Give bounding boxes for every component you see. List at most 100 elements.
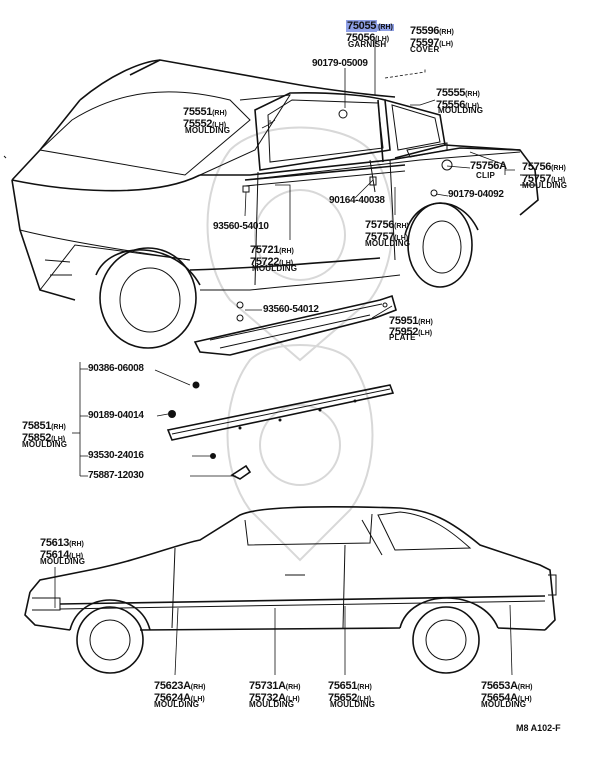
part-number-75597[interactable]: 75597 [410,37,440,49]
name-moulding-75614: MOULDING [40,557,86,566]
suffix-rh: (RH) [357,684,372,691]
part-number-75852[interactable]: 75852 [22,432,52,444]
part-number-75757[interactable]: 75757 [365,231,395,243]
label-90189-04014[interactable]: 90189-04014 [88,410,144,421]
part-number-75952[interactable]: 75952 [389,326,419,338]
label-75952[interactable]: 75952(LH) [389,323,432,339]
part-number-75951[interactable]: 75951 [389,315,419,327]
suffix-lh: (LH) [212,122,227,129]
suffix-lh: (LH) [190,696,205,703]
name-moulding-75852: MOULDING [22,440,68,449]
label-75951[interactable]: 75951(RH) [389,312,433,328]
part-number-75851[interactable]: 75851 [22,420,52,432]
part-number-75654a[interactable]: 75654A [481,692,518,704]
part-number-75722[interactable]: 75722 [250,256,280,268]
label-75721[interactable]: 75721(RH) [250,241,294,257]
label-75732a[interactable]: 75732A(LH) [249,689,300,705]
label-75613[interactable]: 75613(RH) [40,534,84,550]
part-number-75731a[interactable]: 75731A [249,680,286,692]
part-number-75555[interactable]: 75555 [436,87,466,99]
label-75851[interactable]: 75851(RH) [22,417,66,433]
part-number-75721[interactable]: 75721 [250,244,280,256]
part-number-75624a[interactable]: 75624A [154,692,191,704]
suffix-lh: (LH) [357,696,372,703]
label-90164-40038[interactable]: 90164-40038 [329,195,385,206]
name-garnish: GARNISH [348,40,387,49]
label-75596[interactable]: 75596(RH) [410,22,454,38]
part-number-75757[interactable]: 75757 [522,173,552,185]
label-75055[interactable]: 75055(RH) [346,17,394,33]
name-moulding-75757-b: MOULDING [365,239,411,248]
label-75652[interactable]: 75652(LH) [328,689,371,705]
suffix-lh: (LH) [279,260,294,267]
suffix-lh: (LH) [465,103,480,110]
rocker-moulding-illustration [166,381,395,480]
suffix-rh: (RH) [377,24,394,31]
suffix-rh: (RH) [551,165,566,172]
part-number-75551[interactable]: 75551 [183,106,213,118]
name-cover: COVER [410,45,440,54]
label-75852[interactable]: 75852(LH) [22,429,65,445]
label-75056[interactable]: 75056(LH) [346,29,389,45]
part-number-75055[interactable]: 75055 [346,20,378,32]
part-number-75614[interactable]: 75614 [40,549,70,561]
label-75597[interactable]: 75597(LH) [410,34,453,50]
watermark-emblem [206,126,394,562]
part-number-75596[interactable]: 75596 [410,25,440,37]
suffix-rh: (RH) [439,29,454,36]
suffix-lh: (LH) [439,41,454,48]
name-moulding-75654a: MOULDING [481,700,527,709]
suffix-rh: (RH) [285,684,301,691]
label-75552[interactable]: 75552(LH) [183,115,226,131]
label-90179-04092[interactable]: 90179-04092 [448,189,504,200]
part-number-75651[interactable]: 75651 [328,680,358,692]
part-number-75756[interactable]: 75756 [365,219,395,231]
plate-illustration [193,294,397,356]
label-75887-12030[interactable]: 75887-12030 [88,470,144,481]
part-number-75623a[interactable]: 75623A [154,680,191,692]
label-90179-05009[interactable]: 90179-05009 [312,58,368,69]
label-75654a[interactable]: 75654A(LH) [481,689,532,705]
label-75653a[interactable]: 75653A(RH) [481,677,533,693]
part-number-75613[interactable]: 75613 [40,537,70,549]
name-moulding-75552: MOULDING [185,126,231,135]
name-moulding-75722: MOULDING [252,264,298,273]
label-93530-24016[interactable]: 93530-24016 [88,450,144,461]
part-number-75653a[interactable]: 75653A [481,680,518,692]
lower-car-illustration [24,506,557,674]
suffix-lh: (LH) [418,330,433,337]
label-75556[interactable]: 75556(LH) [436,96,479,112]
label-75551[interactable]: 75551(RH) [183,103,227,119]
label-75623a[interactable]: 75623A(RH) [154,677,206,693]
label-75614[interactable]: 75614(LH) [40,546,83,562]
label-75555[interactable]: 75555(RH) [436,84,480,100]
label-93560-54012[interactable]: 93560-54012 [263,304,319,315]
label-75722[interactable]: 75722(LH) [250,253,293,269]
part-number-75652[interactable]: 75652 [328,692,358,704]
name-moulding-75624a: MOULDING [154,700,200,709]
label-75756-b[interactable]: 75756(RH) [365,216,409,232]
part-number-75552[interactable]: 75552 [183,118,213,130]
label-75651[interactable]: 75651(RH) [328,677,372,693]
part-number-75556[interactable]: 75556 [436,99,466,111]
suffix-lh: (LH) [394,235,409,242]
label-90386-06008[interactable]: 90386-06008 [88,363,144,374]
figure-code: M8 A102-F [516,723,561,733]
label-75757-b[interactable]: 75757(LH) [365,228,408,244]
label-93560-54010[interactable]: 93560-54010 [213,221,269,232]
label-75756[interactable]: 75756(RH) [522,158,566,174]
label-75731a[interactable]: 75731A(RH) [249,677,301,693]
part-number-75056[interactable]: 75056 [346,32,376,44]
part-number-75732a[interactable]: 75732A [249,692,286,704]
suffix-lh: (LH) [285,696,300,703]
suffix-lh: (LH) [51,436,66,443]
label-75756a[interactable]: 75756A [470,160,507,172]
label-75757[interactable]: 75757(LH) [522,170,565,186]
part-number-75756[interactable]: 75756 [522,161,552,173]
suffix-lh: (LH) [375,36,390,43]
name-moulding-75757: MOULDING [522,181,568,190]
label-75624a[interactable]: 75624A(LH) [154,689,205,705]
suffix-rh: (RH) [418,319,433,326]
name-clip: CLIP [476,171,496,180]
